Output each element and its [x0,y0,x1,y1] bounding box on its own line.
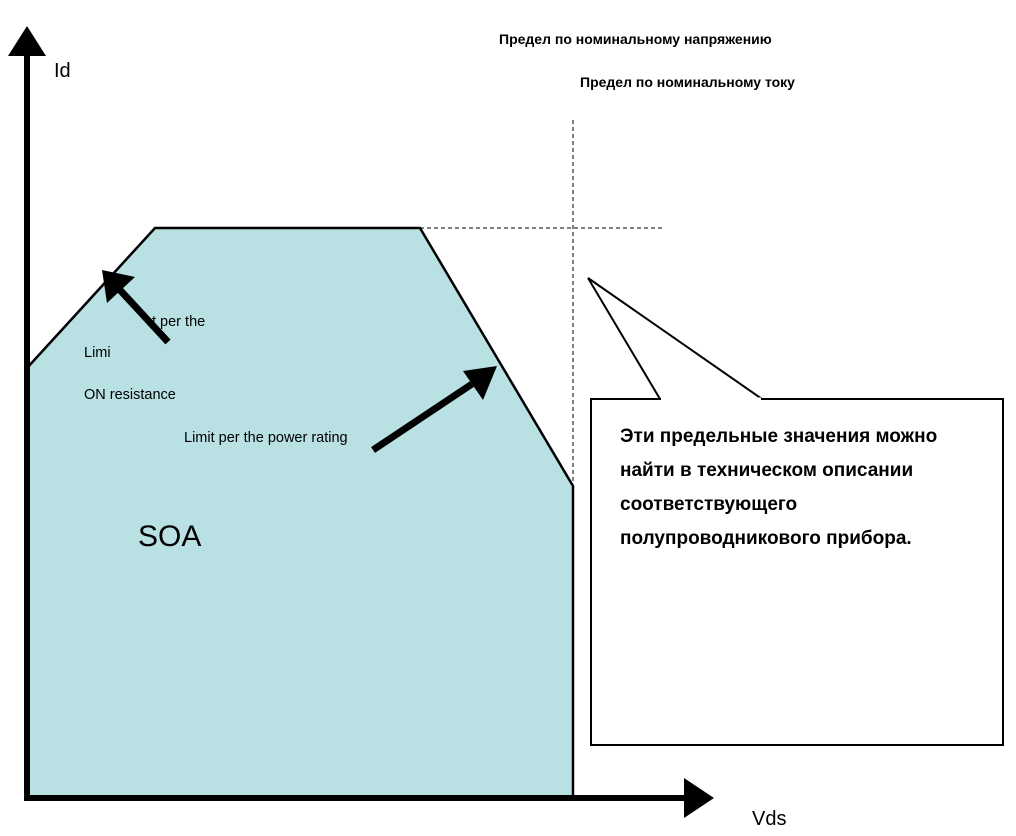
on-resistance-label-part1: t per the [152,314,206,330]
on-resistance-label-part2: Limi [84,345,111,361]
y-axis-label: Id [54,60,71,82]
soa-label: SOA [138,520,202,553]
voltage-limit-label: Предел по номинальному напряжению [499,31,772,47]
power-rating-label: Limit per the power rating [184,430,348,446]
callout-text: Эти предельные значения можно найти в те… [620,426,938,549]
callout-pointer [587,277,766,400]
power-rating-arrowhead [463,366,497,400]
power-rating-arrow-shaft [371,381,474,453]
y-axis-arrowhead [8,26,46,56]
current-limit-label: Предел по номинальному току [580,74,795,90]
x-axis-arrowhead [684,778,714,818]
on-resistance-arrowhead [102,270,135,303]
soa-region [27,228,573,798]
on-resistance-arrow-shaft [117,287,171,345]
on-resistance-label-part3: ON resistance [84,387,176,403]
x-axis-label: Vds [752,808,787,830]
callout-box [590,398,1004,746]
